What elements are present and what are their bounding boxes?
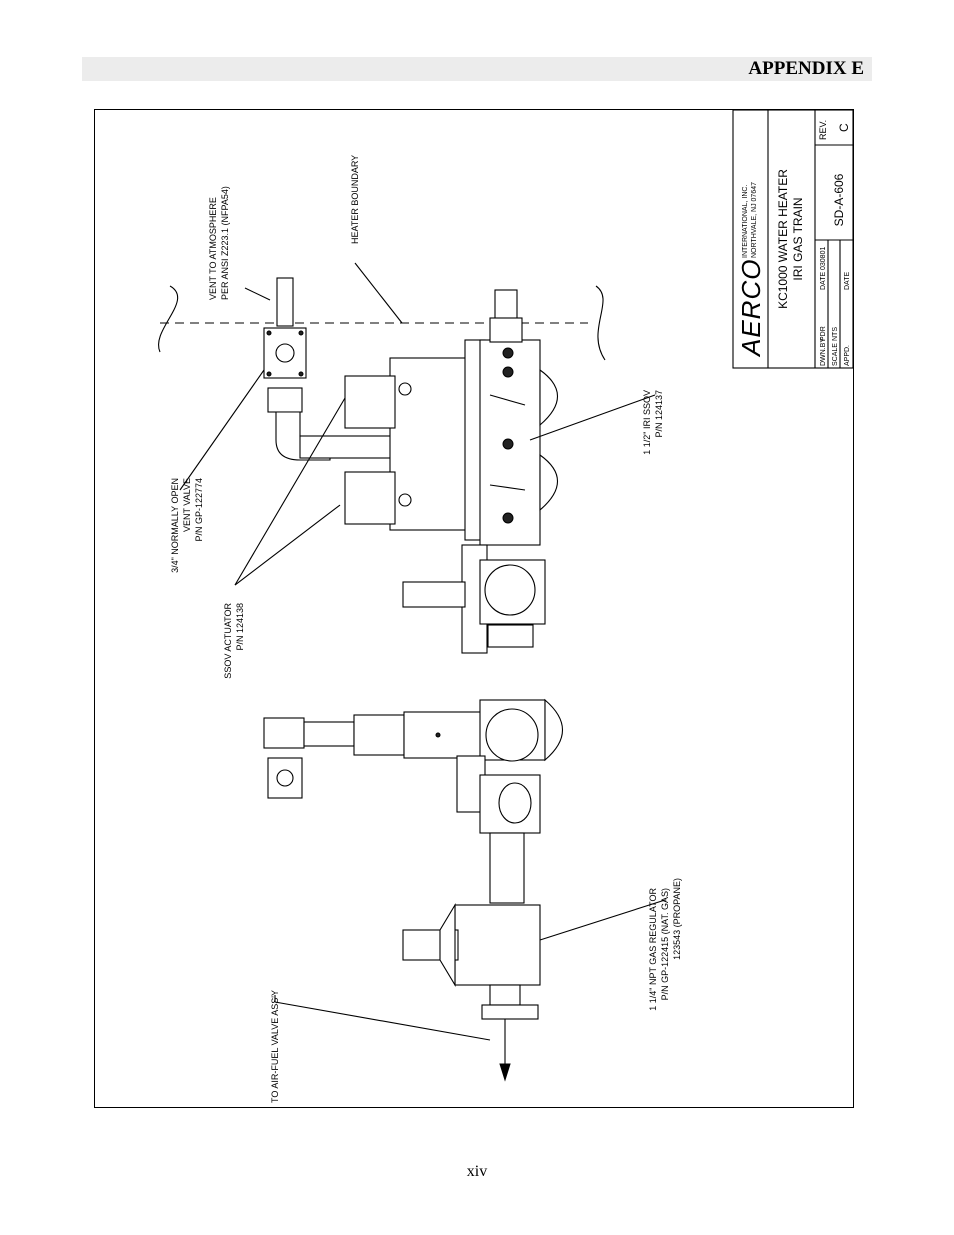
- callout-vent-atmosphere: VENT TO ATMOSPHERE PER ANSI Z223.1 (NFPA…: [208, 186, 230, 300]
- appd-label: APPD.: [844, 345, 851, 366]
- vent-valve: [263, 277, 331, 461]
- page-number: xiv: [466, 1163, 488, 1180]
- scale-label: SCALE: [832, 343, 839, 366]
- appendix-title: APPENDIX E: [748, 58, 864, 79]
- appendix-header-bar: APPENDIX E: [82, 57, 872, 81]
- rev-label: REV.: [818, 120, 828, 140]
- drawing-title-2: IRI GAS TRAIN: [791, 197, 805, 280]
- company-line-2: NORTHVALE, NJ 07647: [751, 182, 758, 258]
- middle-assembly: [263, 698, 564, 904]
- callout-iri-ssov: 1 1/2" IRI SSOV P/N 124137: [642, 390, 664, 455]
- drawing-number: SD-A-606: [832, 173, 846, 226]
- drawing-title-1: KC1000 WATER HEATER: [776, 169, 790, 309]
- dwn-by-label: DWN.BY: [820, 338, 827, 366]
- callout-gas-regulator: 1 1/4" NPT GAS REGULATOR P/N GP-122415 (…: [648, 878, 682, 1011]
- title-block: AERCO INTERNATIONAL, INC. NORTHVALE, NJ …: [732, 109, 854, 369]
- callout-ssov-actuator-line1: SSOV ACTUATOR: [223, 603, 233, 679]
- callout-vent-atm-line2: PER ANSI Z223.1 (NFPA54): [220, 186, 230, 300]
- rev-value: C: [837, 123, 851, 132]
- date-label: DATE: [820, 272, 827, 290]
- aerco-logo: AERCO: [736, 259, 766, 358]
- dwn-by-value: PDR: [820, 326, 827, 341]
- callout-vent-atm-line1: VENT TO ATMOSPHERE: [208, 197, 218, 300]
- callout-ssov-actuator-line2: P/N 124138: [235, 603, 245, 651]
- ssov-assembly: [299, 289, 558, 546]
- callout-heater-boundary: HEATER BOUNDARY: [350, 155, 360, 244]
- leader-lines: [179, 262, 666, 1041]
- callout-gas-regulator-line2: P/N GP-122415 (NAT. GAS): [660, 888, 670, 1000]
- scale-value: NTS: [832, 327, 839, 341]
- gas-regulator: [402, 903, 541, 1082]
- date2-label: DATE: [844, 272, 851, 290]
- callout-gas-regulator-line3: 123543 (PROPANE): [672, 878, 682, 960]
- callout-vent-valve-line1: 3/4" NORMALLY OPEN: [170, 478, 180, 573]
- company-line-1: INTERNATIONAL, INC.: [742, 185, 749, 258]
- date-value: 030801: [820, 247, 827, 270]
- callout-vent-valve: 3/4" NORMALLY OPEN VENT VALVE P/N GP-122…: [170, 478, 204, 573]
- heater-boundary: [157, 285, 606, 361]
- callout-iri-ssov-line1: 1 1/2" IRI SSOV: [642, 390, 652, 455]
- callout-air-fuel: TO AIR-FUEL VALVE ASS'Y: [270, 990, 280, 1103]
- callout-iri-ssov-line2: P/N 124137: [654, 390, 664, 438]
- callout-gas-regulator-line1: 1 1/4" NPT GAS REGULATOR: [648, 888, 658, 1011]
- drawing-frame: [94, 109, 854, 1108]
- callout-vent-valve-line3: P/N GP-122774: [194, 478, 204, 542]
- callout-vent-valve-line2: VENT VALVE: [182, 478, 192, 532]
- callout-ssov-actuator: SSOV ACTUATOR P/N 124138: [223, 603, 245, 679]
- lower-regulator: [402, 544, 546, 654]
